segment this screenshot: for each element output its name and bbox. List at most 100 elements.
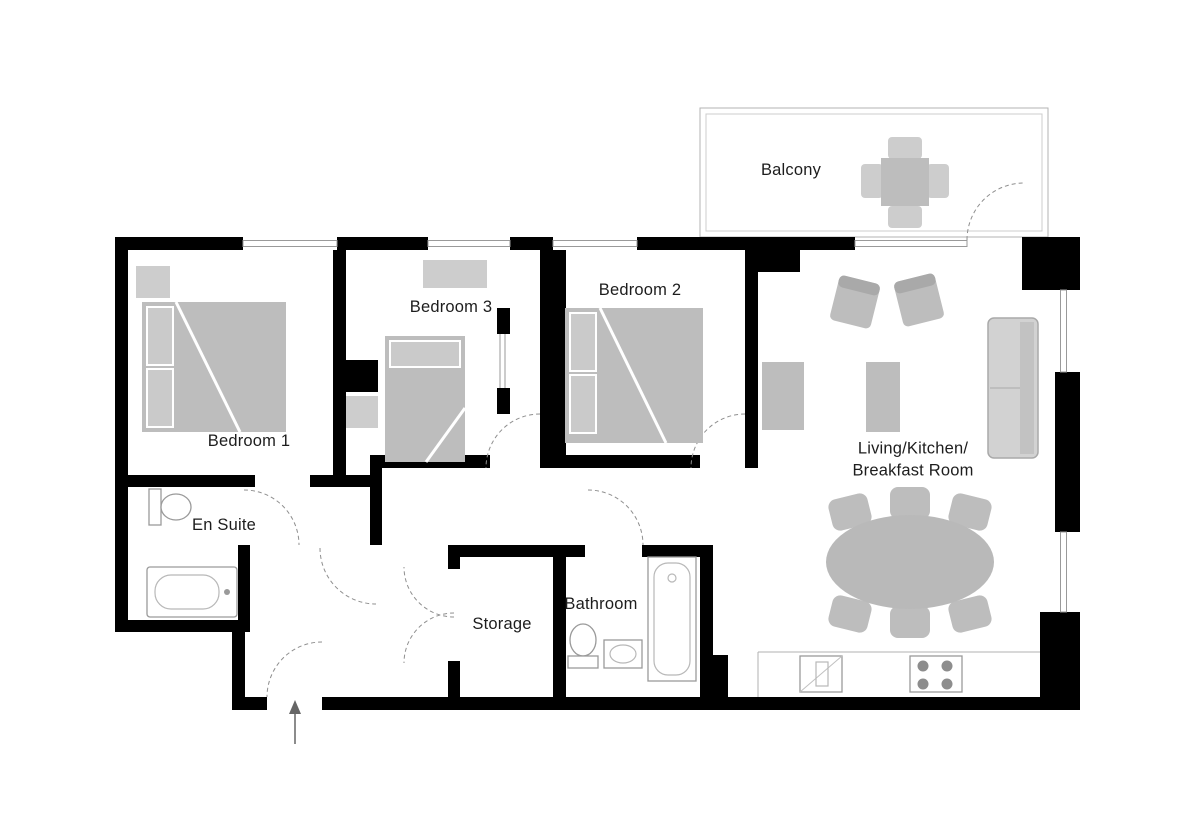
dining-chair-icon <box>828 493 872 531</box>
toilet-icon <box>148 488 192 526</box>
toilet-tank <box>567 655 599 669</box>
room-label-balcony: Balcony <box>760 160 822 179</box>
wall-bedroom2-bottom <box>553 455 700 468</box>
armchair-back <box>838 275 880 296</box>
console-unit-icon <box>762 362 804 430</box>
vanity-sink-icon <box>146 566 238 618</box>
wall-segment <box>510 237 553 250</box>
armchair-icon <box>894 273 944 327</box>
door-arc-bathroom <box>587 489 644 546</box>
bathtub-icon <box>647 556 697 682</box>
toilet-tank <box>148 488 162 526</box>
pillow-icon <box>146 306 174 366</box>
burner-icon <box>941 678 953 690</box>
wall-storage-left <box>448 557 460 569</box>
dishwasher-inner <box>815 661 829 687</box>
room-label-bathroom: Bathroom <box>564 594 638 613</box>
dining-chair-icon <box>948 493 992 531</box>
sink-basin <box>609 644 637 664</box>
bathroom-fixtures <box>567 556 697 682</box>
door-arc-bedroom3 <box>485 413 541 469</box>
wall-corridor <box>370 455 382 545</box>
bedroom2-furniture <box>565 307 703 444</box>
door-arc-storage-bottom <box>403 612 455 664</box>
wall-closet-jamb <box>497 308 510 334</box>
burner-icon <box>917 678 929 690</box>
dining-chair-icon <box>828 595 872 633</box>
bed-fold-line <box>174 301 242 433</box>
window-icon <box>242 240 338 247</box>
burner-icon <box>941 660 953 672</box>
bathtub-inner <box>653 562 691 676</box>
balcony-table-set <box>861 137 949 228</box>
tap-icon <box>224 589 230 595</box>
entrance-arrow-head <box>289 700 301 714</box>
room-label-bedroom2: Bedroom 2 <box>598 280 682 299</box>
wall-bathroom-top <box>642 545 700 557</box>
armchair-icon <box>830 275 880 329</box>
wall-right-pier <box>1055 372 1080 532</box>
wall-bedroom3-right <box>540 250 553 468</box>
wall-bedroom2-right <box>745 250 758 468</box>
burner-icon <box>917 660 929 672</box>
bed-fold-line <box>598 307 668 444</box>
window-icon <box>854 240 968 247</box>
wall-left-step <box>115 620 245 632</box>
stove-body <box>909 655 963 693</box>
stove-icon <box>909 655 963 693</box>
wall-bathroom-left <box>553 545 566 697</box>
door-arc-bedroom1 <box>319 547 377 605</box>
dishwasher-mark <box>799 655 843 693</box>
wall-left <box>115 237 128 632</box>
dining-set <box>826 487 994 638</box>
room-label-bedroom3: Bedroom 3 <box>409 297 493 316</box>
wall-bedroom2-left <box>553 250 566 468</box>
door-arc-storage-top <box>403 566 455 618</box>
wall-closet-jamb <box>497 388 510 414</box>
toilet-bowl <box>160 493 192 521</box>
bedroom3-furniture <box>346 260 487 463</box>
wall-storage-top <box>448 545 553 557</box>
door-arc-ensuite <box>243 489 300 546</box>
dining-chair-icon <box>890 487 930 519</box>
bedroom1-furniture <box>136 266 286 433</box>
wall-bedroom1-bottom <box>128 475 255 487</box>
window-icon <box>1060 289 1067 373</box>
room-label-bedroom1: Bedroom 1 <box>207 431 291 450</box>
sofa-backrest <box>1020 322 1034 454</box>
wall-bathroom-notch <box>700 655 728 697</box>
balcony-chair-icon <box>888 137 922 159</box>
pillow-icon <box>569 312 597 372</box>
room-label-living: Living/Kitchen/ Breakfast Room <box>852 438 973 483</box>
balcony-chair-icon <box>927 164 949 198</box>
exterior-walls <box>115 237 1080 710</box>
window-icon <box>1060 531 1067 613</box>
pillow-icon <box>569 374 597 434</box>
drain-icon <box>667 573 677 583</box>
bedside-table-icon <box>346 396 378 428</box>
bathtub-body <box>647 556 697 682</box>
room-label-living-line2: Breakfast Room <box>852 462 974 480</box>
wall-corner-bottom-right <box>1040 612 1080 710</box>
wall-bottom <box>322 697 1080 710</box>
wall-storage-left <box>448 661 460 697</box>
wall-segment <box>637 237 855 250</box>
wall-column <box>333 360 378 392</box>
wall-segment <box>337 237 428 250</box>
armchair-back <box>894 273 936 294</box>
wall-bathroom-top <box>553 545 585 557</box>
dining-table-icon <box>826 515 994 609</box>
dishwasher-icon <box>799 655 843 693</box>
bedside-table-icon <box>136 266 170 298</box>
dresser-icon <box>423 260 487 288</box>
kitchen-units <box>757 651 1040 697</box>
toilet-bowl <box>569 623 597 657</box>
door-arc-entrance <box>266 641 323 698</box>
door-arc-balcony <box>966 182 1025 241</box>
balcony-table-icon <box>881 158 929 206</box>
window-icon <box>552 240 638 247</box>
wall-bedroom2-corner <box>745 250 800 272</box>
balcony-chair-icon <box>888 206 922 228</box>
